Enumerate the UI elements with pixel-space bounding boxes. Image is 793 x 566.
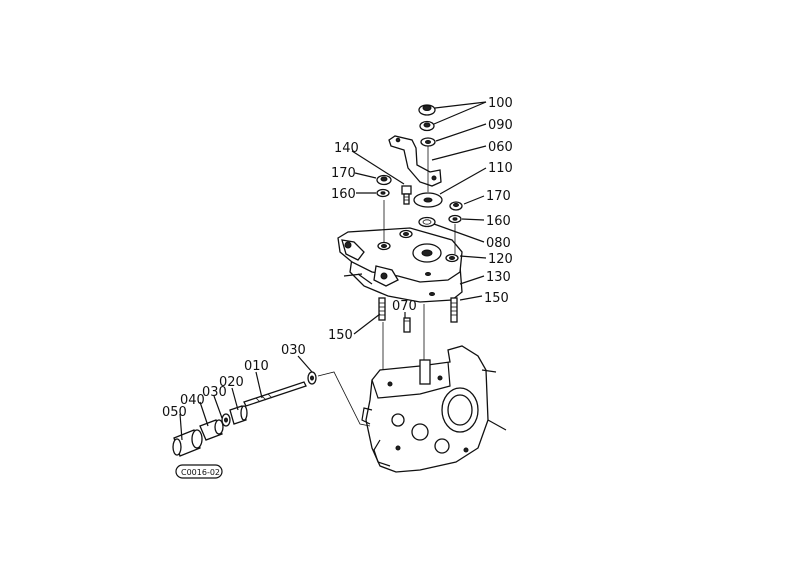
washer-160-right xyxy=(448,214,462,224)
callout-060: 060 xyxy=(488,140,513,155)
callout-070: 070 xyxy=(392,299,417,314)
nut-170-left xyxy=(376,174,392,186)
callout-040: 040 xyxy=(180,393,205,408)
callout-100: 100 xyxy=(488,96,513,111)
sleeve-040 xyxy=(199,419,224,441)
callout-110: 110 xyxy=(488,161,513,176)
washer-030-upper xyxy=(307,371,317,385)
callout-170-left: 170 xyxy=(331,166,356,181)
callout-170-right: 170 xyxy=(486,189,511,204)
washer-160-left xyxy=(376,188,390,198)
nut-170-right xyxy=(449,201,463,211)
callout-160-right: 160 xyxy=(486,214,511,229)
figure-code-badge: C0016-02 xyxy=(175,464,223,479)
cover-120 xyxy=(337,227,463,283)
washer-110 xyxy=(413,192,443,208)
callout-150-left: 150 xyxy=(328,328,353,343)
engine-block xyxy=(365,345,489,473)
washer-090 xyxy=(420,137,436,147)
washer-030-lower xyxy=(221,413,231,427)
callout-030-lower: 030 xyxy=(202,385,227,400)
o-ring-080 xyxy=(418,216,436,228)
callout-080: 080 xyxy=(486,236,511,251)
callout-010: 010 xyxy=(244,359,269,374)
pin-070 xyxy=(403,317,411,333)
bushing-020 xyxy=(229,405,248,425)
nut-100-lower xyxy=(419,120,435,132)
bolt-140 xyxy=(401,185,412,205)
callout-090: 090 xyxy=(488,118,513,133)
stud-150-right xyxy=(450,297,458,323)
leader-lines xyxy=(179,101,487,441)
stud-150-left xyxy=(378,297,386,321)
callout-160-left: 160 xyxy=(331,187,356,202)
callout-050: 050 xyxy=(162,405,187,420)
callout-020: 020 xyxy=(219,375,244,390)
callout-140: 140 xyxy=(334,141,359,156)
shaft-010 xyxy=(243,381,307,407)
figure-code: C0016-02 xyxy=(181,468,220,477)
nut-100 xyxy=(418,104,436,116)
callout-030-upper: 030 xyxy=(281,343,306,358)
cap-050 xyxy=(172,429,203,457)
callout-130: 130 xyxy=(486,270,511,285)
callout-150-right: 150 xyxy=(484,291,509,306)
callout-120: 120 xyxy=(488,252,513,267)
